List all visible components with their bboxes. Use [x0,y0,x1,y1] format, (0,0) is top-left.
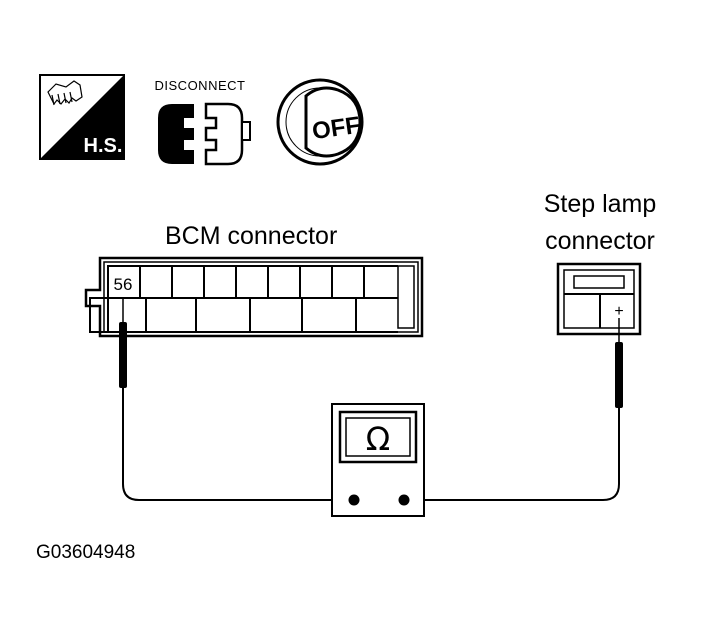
bcm-connector [84,256,424,338]
bcm-pin-56: 56 [114,275,133,294]
step-lamp-terminal-plus: + [614,303,623,320]
step-lamp-connector-label: Step lamp connector [520,186,680,260]
disconnect-icon: DISCONNECT [155,78,251,166]
figure-id: G03604948 [36,542,136,563]
left-probe [119,298,127,400]
hand-screwdriver-icon: H.S. [39,74,125,160]
right-probe [615,318,623,420]
right-lead-wire [405,420,620,501]
ignition-off-label: OFF [310,112,361,145]
step-lamp-label-line1: Step lamp [543,190,657,218]
disconnect-label: DISCONNECT [155,78,246,93]
meter-terminal-right [398,494,410,506]
ohm-symbol: Ω [366,420,390,458]
hs-label: H.S. [84,135,123,157]
meter-terminal-left [348,494,360,506]
ignition-off-icon: OFF [276,78,364,166]
bcm-connector-label: BCM connector [165,222,338,250]
left-lead-wire [122,400,352,501]
step-lamp-label-line2: connector [545,227,655,255]
ohmmeter [331,403,425,517]
step-lamp-connector [556,262,642,336]
